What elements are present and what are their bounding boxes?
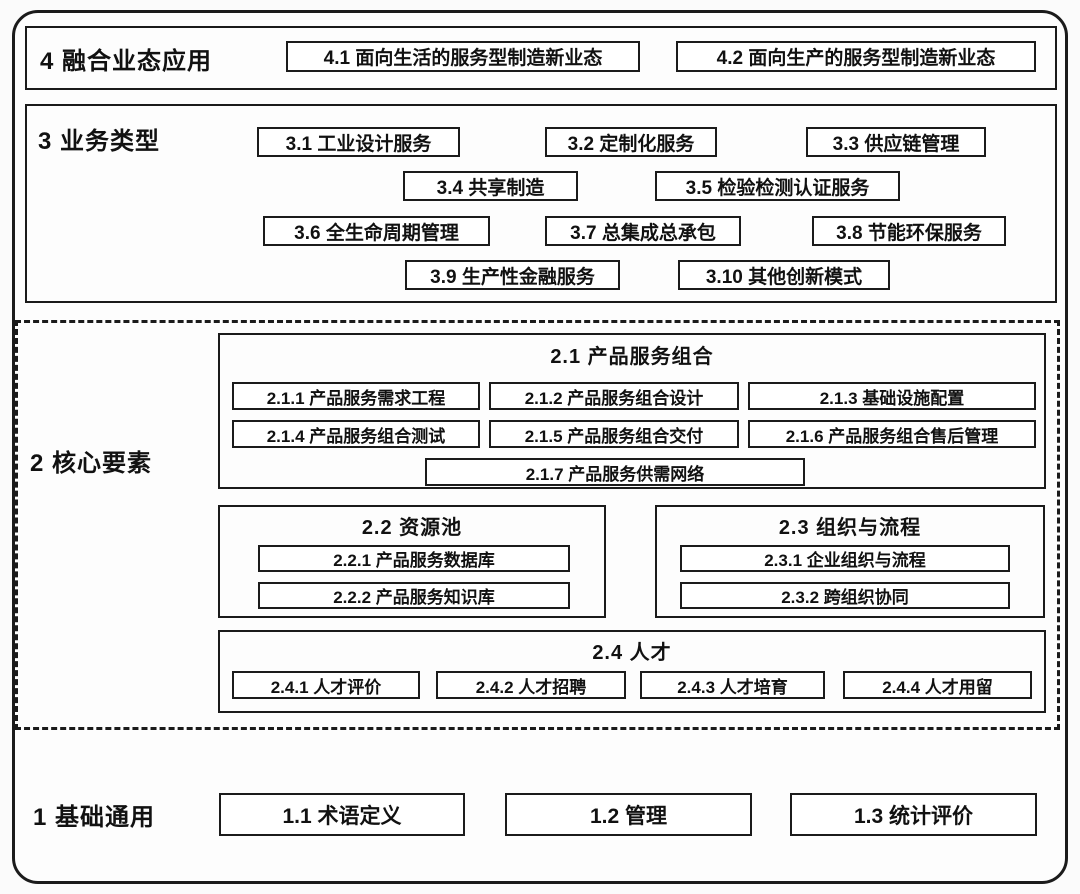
node-2-4-2: 2.4.2 人才招聘 <box>436 671 626 699</box>
node-1-3: 1.3 统计评价 <box>790 793 1037 836</box>
node-1-1: 1.1 术语定义 <box>219 793 465 836</box>
node-2-1-3: 2.1.3 基础设施配置 <box>748 382 1036 410</box>
node-2-4-4: 2.4.4 人才用留 <box>843 671 1032 699</box>
group-2-3-frame <box>655 505 1045 618</box>
node-2-2-1: 2.2.1 产品服务数据库 <box>258 545 570 572</box>
group-2-3-title: 2.3 组织与流程 <box>778 516 922 539</box>
group-2-4-frame <box>218 630 1046 713</box>
node-3-8: 3.8 节能环保服务 <box>812 216 1006 246</box>
node-3-7: 3.7 总集成总承包 <box>545 216 741 246</box>
section-2-frame <box>15 320 1060 730</box>
node-2-1-4: 2.1.4 产品服务组合测试 <box>232 420 480 448</box>
node-2-3-1: 2.3.1 企业组织与流程 <box>680 545 1010 572</box>
section-4-label: 4 融合业态应用 <box>40 47 213 75</box>
node-3-2: 3.2 定制化服务 <box>545 127 717 157</box>
node-2-1-1: 2.1.1 产品服务需求工程 <box>232 382 480 410</box>
node-2-4-1: 2.4.1 人才评价 <box>232 671 420 699</box>
node-3-1: 3.1 工业设计服务 <box>257 127 460 157</box>
node-3-9: 3.9 生产性金融服务 <box>405 260 620 290</box>
node-1-2: 1.2 管理 <box>505 793 752 836</box>
section-3-label: 3 业务类型 <box>38 127 161 155</box>
node-4-1: 4.1 面向生活的服务型制造新业态 <box>286 41 640 72</box>
node-3-10: 3.10 其他创新模式 <box>678 260 890 290</box>
section-4-frame <box>25 26 1057 90</box>
node-2-2-2: 2.2.2 产品服务知识库 <box>258 582 570 609</box>
node-3-5: 3.5 检验检测认证服务 <box>655 171 900 201</box>
node-2-1-2: 2.1.2 产品服务组合设计 <box>489 382 739 410</box>
group-2-1-title: 2.1 产品服务组合 <box>550 345 714 368</box>
section-3-frame <box>25 104 1057 303</box>
node-2-1-5: 2.1.5 产品服务组合交付 <box>489 420 739 448</box>
node-2-3-2: 2.3.2 跨组织协同 <box>680 582 1010 609</box>
group-2-4-title: 2.4 人才 <box>592 641 672 664</box>
node-3-4: 3.4 共享制造 <box>403 171 578 201</box>
node-2-4-3: 2.4.3 人才培育 <box>640 671 825 699</box>
node-4-2: 4.2 面向生产的服务型制造新业态 <box>676 41 1036 72</box>
node-2-1-6: 2.1.6 产品服务组合售后管理 <box>748 420 1036 448</box>
group-2-2-frame <box>218 505 606 618</box>
group-2-2-title: 2.2 资源池 <box>361 516 463 539</box>
node-2-1-7: 2.1.7 产品服务供需网络 <box>425 458 805 486</box>
section-1-label: 1 基础通用 <box>33 804 156 831</box>
section-2-label: 2 核心要素 <box>30 449 153 477</box>
node-3-6: 3.6 全生命周期管理 <box>263 216 490 246</box>
node-3-3: 3.3 供应链管理 <box>806 127 986 157</box>
group-2-1-frame <box>218 333 1046 489</box>
